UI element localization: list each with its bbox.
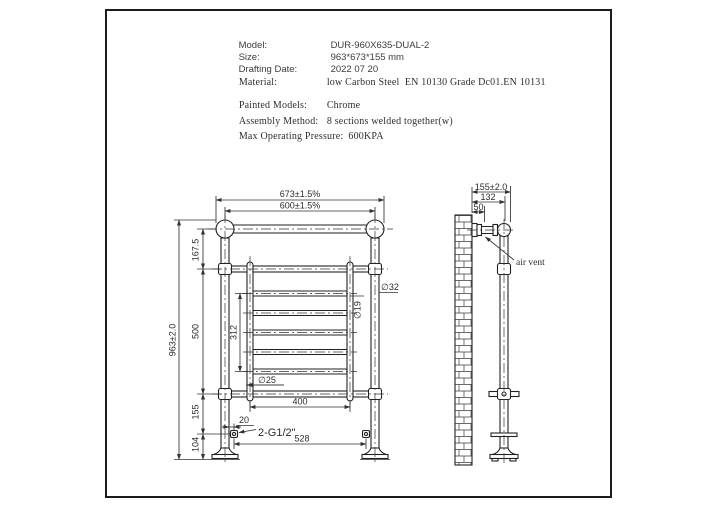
- leader-lines: [238, 236, 515, 434]
- dim-inlet-offset: 20: [239, 415, 249, 425]
- dim-inlet-spacing: 528: [294, 434, 309, 444]
- spec-row-drafting-date: Drafting Date: 2022 07 20: [228, 53, 379, 86]
- spec-row-size: Size: 963*673*155 mm: [228, 41, 404, 74]
- feet: [211, 447, 389, 460]
- dim-wall-to-flange: 50: [473, 202, 483, 212]
- spec-label: Drafting Date:: [238, 64, 298, 75]
- spec-label: Model:: [238, 40, 268, 51]
- spec-label: Assembly Method:: [238, 116, 319, 127]
- dim-base-section: 104: [191, 437, 201, 452]
- spec-label: Painted Models:: [238, 100, 308, 111]
- spec-value: Chrome: [326, 100, 361, 111]
- dim-tube-diameter: ∅25: [258, 375, 276, 385]
- dim-post-diameter: ∅32: [381, 282, 399, 292]
- spec-row-max-pressure: Max Operating Pressure: 600KPA: [228, 120, 384, 153]
- dim-overall-width: 673±1.5%: [280, 189, 320, 199]
- centerlines-side: [467, 219, 516, 464]
- dim-overall-depth: 155±2.0: [475, 182, 507, 192]
- spec-value: 2022 07 20: [330, 64, 379, 75]
- spec-label: Max Operating Pressure:: [238, 131, 344, 142]
- spec-row-assembly-method: Assembly Method: 8 sections welded togeth…: [228, 105, 453, 138]
- dim-top-section: 167.5: [191, 239, 201, 262]
- dim-post-spacing: 600±1.5%: [280, 201, 320, 211]
- dim-wall-to-pipe-center: 132: [480, 192, 495, 202]
- drawing-frame: [105, 9, 612, 498]
- dim-overall-height: 963±2.0: [168, 324, 178, 356]
- spec-row-model: Model: DUR-960X635-DUAL-2: [228, 29, 430, 62]
- side-view: [454, 214, 520, 466]
- wall-section: [454, 214, 473, 466]
- dim-inlet-thread: 2-G1/2": [258, 427, 296, 439]
- spec-value: DUR-960X635-DUAL-2: [330, 40, 430, 51]
- dimension-graphics: 673±1.5% 600±1.5% 963±2.0 167.5 500 155 …: [168, 182, 545, 460]
- dim-ladder-width: 400: [292, 397, 307, 407]
- spec-value: 600KPA: [348, 131, 384, 142]
- centerlines-front: [207, 213, 393, 463]
- dim-lower-section: 155: [191, 404, 201, 419]
- spec-value: 8 sections welded together(w): [326, 116, 453, 127]
- spec-value: 963*673*155 mm: [330, 52, 404, 63]
- spec-value: low Carbon Steel EN 10130 Grade Dc01.EN …: [326, 77, 546, 88]
- dim-middle-section: 500: [191, 324, 201, 339]
- dimension-lines: [176, 189, 511, 460]
- spec-label: Size:: [238, 52, 260, 63]
- dim-rung-span: 312: [229, 325, 239, 340]
- spec-row-painted-models: Painted Models: Chrome: [228, 89, 360, 122]
- air-vent-label: air vent: [516, 258, 545, 268]
- spec-label: Material:: [238, 77, 278, 88]
- dim-rung-diameter: ∅19: [353, 301, 363, 319]
- spec-row-material: Material: low Carbon Steel EN 10130 Grade…: [228, 66, 546, 99]
